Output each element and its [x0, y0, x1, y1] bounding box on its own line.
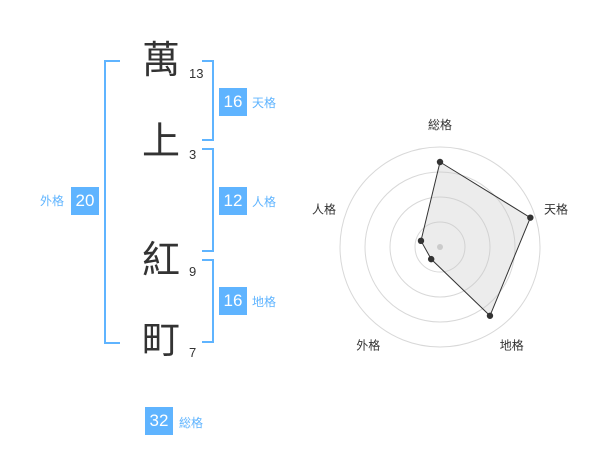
radar-axis-label-1: 総格 — [428, 117, 452, 132]
tenkaku-label: 天格 — [252, 96, 277, 110]
radar-ring — [364, 171, 516, 323]
name-char-1: 萬 — [142, 38, 181, 82]
radar-axis-label-3: 地格 — [500, 338, 524, 353]
name-char-4: 町 — [142, 318, 181, 362]
radar-axis-label-5: 人格 — [312, 201, 336, 216]
name-char-3: 紅 — [142, 238, 181, 282]
tenkaku-bracket — [202, 60, 214, 141]
radar-axis-label-2: 天格 — [544, 201, 568, 216]
radar-point-2 — [527, 214, 534, 221]
stroke-count-4: 7 — [189, 345, 197, 360]
gaikaku-bracket — [104, 60, 120, 344]
radar-polygon — [420, 161, 531, 317]
chikaku-bracket — [202, 259, 214, 343]
radar-ring — [389, 196, 491, 298]
radar-center — [437, 244, 443, 250]
stroke-count-1: 13 — [189, 66, 204, 81]
soukaku-label: 総格 — [179, 416, 204, 430]
chikaku-badge: 16 — [219, 287, 247, 315]
stroke-count-3: 9 — [189, 264, 197, 279]
radar-point-1 — [436, 158, 444, 166]
radar-point-4 — [427, 255, 435, 263]
gaikaku-badge: 20 — [71, 187, 99, 215]
jinkaku-label: 人格 — [252, 195, 277, 209]
radar-ring — [339, 146, 541, 348]
gaikaku-label: 外格 — [40, 194, 65, 208]
chikaku-label: 地格 — [252, 295, 277, 309]
name-char-2: 上 — [142, 119, 181, 163]
jinkaku-bracket — [202, 148, 214, 252]
soukaku-badge: 32 — [145, 407, 173, 435]
radar-point-5 — [417, 237, 425, 245]
radar-point-3 — [486, 312, 494, 319]
radar-axis-label-4: 外格 — [356, 338, 380, 353]
stroke-count-2: 3 — [189, 147, 197, 162]
tenkaku-badge: 16 — [219, 88, 247, 116]
jinkaku-badge: 12 — [219, 187, 247, 215]
radar-ring — [414, 221, 466, 273]
